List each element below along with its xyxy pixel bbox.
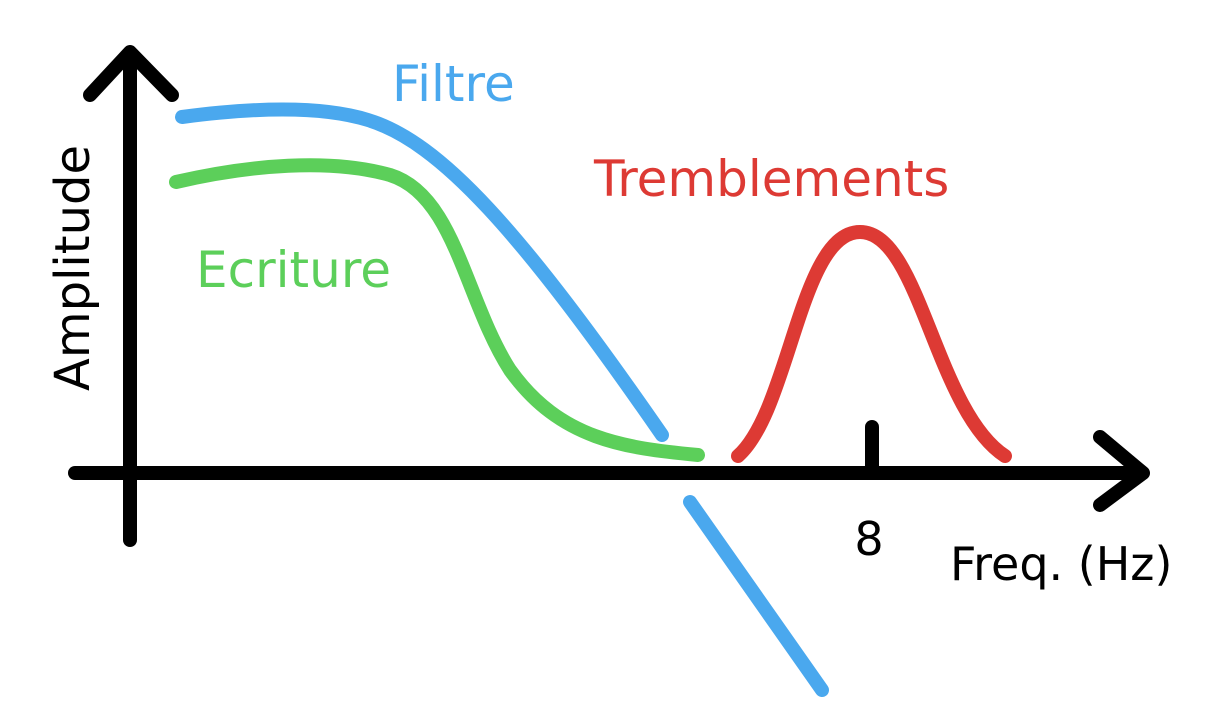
x-axis-arrowhead (1093, 430, 1150, 512)
series-filtre-curve (175, 102, 669, 442)
series-label-tremblements: Tremblements (593, 150, 949, 208)
series-ecriture-curve (169, 158, 705, 462)
series-label-filtre: Filtre (392, 55, 515, 113)
series-filtre-curve-continuation (683, 495, 829, 697)
series-label-ecriture: Ecriture (196, 241, 391, 299)
y-axis-label: Amplitude (45, 145, 101, 391)
series-tremblements-curve (731, 225, 1012, 463)
y-axis-arrowhead (83, 45, 179, 102)
x-axis-label: Freq. (Hz) (950, 537, 1172, 591)
x-tick-label-8: 8 (854, 512, 883, 566)
